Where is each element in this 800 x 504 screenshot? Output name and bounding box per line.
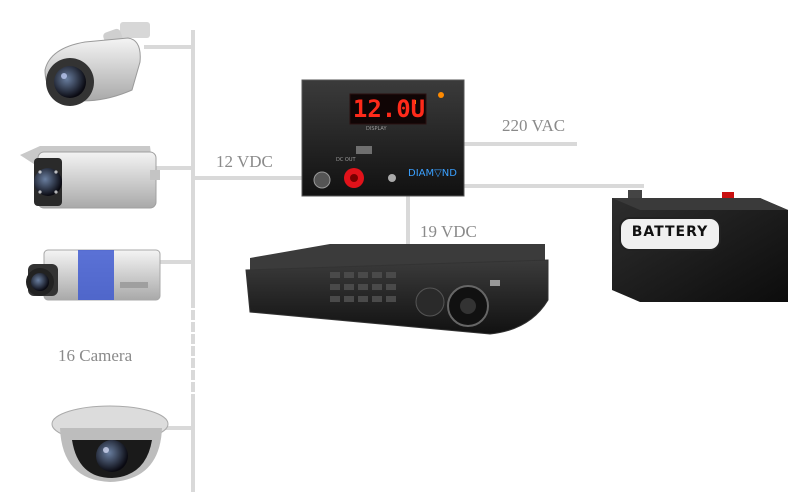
psu-display-text: 12.0U	[352, 95, 426, 123]
dome-camera	[51, 405, 169, 482]
box-camera	[26, 249, 161, 301]
psu-display-sublabel: DISPLAY	[366, 126, 387, 132]
battery-unit	[612, 190, 788, 302]
label-12vdc: 12 VDC	[216, 152, 273, 171]
psu-port-label: DC OUT	[336, 157, 356, 163]
housing-camera	[20, 146, 160, 209]
psu-brand-logo: DIAM▽ND	[408, 168, 457, 179]
label-220vac: 220 VAC	[502, 116, 566, 135]
label-16-camera: 16 Camera	[58, 346, 133, 365]
battery-label: BATTERY	[631, 224, 709, 240]
power-supply-unit	[301, 79, 465, 197]
dvr-recorder	[245, 244, 549, 335]
bullet-camera	[44, 22, 150, 106]
label-19vdc: 19 VDC	[420, 222, 477, 241]
wiring	[144, 30, 644, 492]
